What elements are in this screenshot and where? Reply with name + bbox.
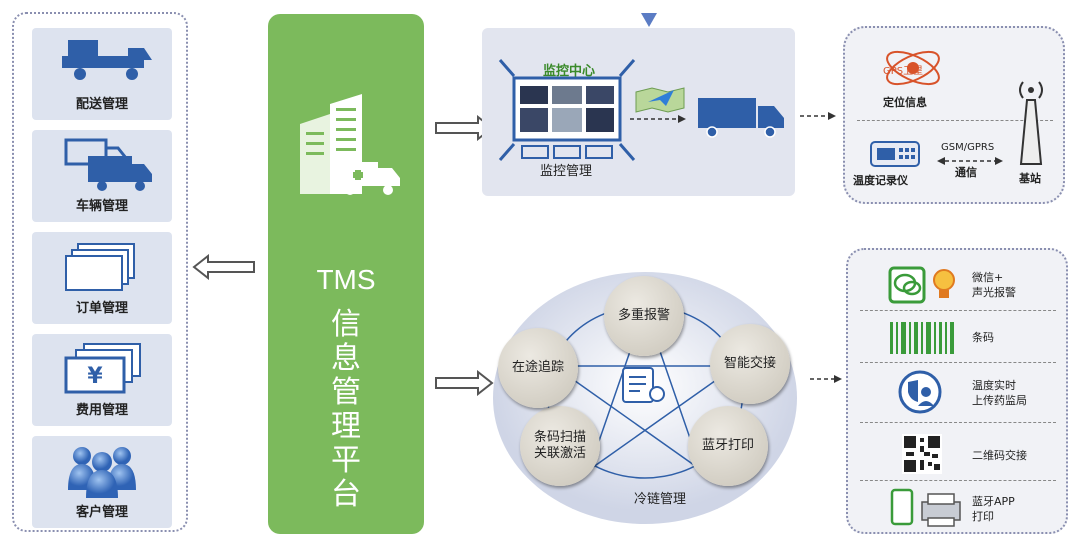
cost-management-item[interactable]: ¥ 费用管理: [32, 334, 172, 426]
alarm-node: 多重报警: [604, 276, 684, 356]
bluetooth-print-node: 蓝牙打印: [688, 406, 768, 486]
left-item-label: 客户管理: [75, 505, 128, 520]
tms-title: TMS: [316, 264, 376, 295]
base-station-label: 基站: [1019, 172, 1041, 185]
vehicle-trucks-icon: [64, 138, 152, 191]
bidirectional-dashed-arrow-icon: [937, 157, 1003, 165]
gps-communication-panel: GPS卫星 定位信息 温度记录仪 GSM/GPRS 通信 基站: [843, 26, 1065, 204]
network-label: GSM/GPRS: [941, 142, 995, 153]
title-char: 台: [331, 477, 361, 512]
barcode-icon: [890, 322, 954, 354]
handover-node-label: 智能交接: [723, 356, 776, 371]
title-char: 理: [331, 409, 361, 444]
customers-group-icon: [68, 447, 136, 498]
temperature-recorder-label: 温度记录仪: [853, 174, 908, 187]
divider: [860, 310, 1056, 311]
dashed-arrow-icon: [630, 115, 686, 123]
label-line: 微信+: [972, 271, 1004, 284]
monitor-management-label: 监控管理: [539, 164, 592, 179]
bluetooth-app-print-label: 蓝牙APP 打印: [972, 494, 1015, 524]
title-char: 平: [331, 443, 361, 478]
barcode-scan-node-line: 条码扫描: [533, 430, 586, 445]
orders-stack-icon: [65, 243, 135, 291]
dashed-arrow-icon: [800, 112, 836, 120]
right-arrow-icon: [435, 370, 494, 396]
base-station-icon: [1019, 81, 1043, 165]
qr-handover-label: 二维码交接: [972, 449, 1027, 462]
left-arrow-icon: [192, 254, 255, 280]
monitor-center-icon: [498, 59, 636, 161]
customer-management-item[interactable]: 客户管理: [32, 436, 172, 528]
monitor-center-label: 监控中心: [542, 64, 595, 79]
left-module-panel: 配送管理 车辆管理 订单管理 ¥ 费用管理: [12, 12, 188, 532]
delivery-management-item[interactable]: 配送管理: [32, 28, 172, 120]
gps-satellite-icon: [886, 50, 940, 86]
vehicle-management-item[interactable]: 车辆管理: [32, 130, 172, 222]
yen-bills-icon: ¥: [64, 343, 141, 394]
alert-output-panel: 微信+ 声光报警 条码 温度实时 上传药监局 二维码交接: [846, 248, 1068, 534]
cold-chain-title: 冷链管理: [633, 492, 686, 507]
temperature-upload-label: 温度实时 上传药监局: [972, 378, 1027, 408]
barcode-scan-node: 条码扫描关联激活: [520, 406, 600, 486]
divider: [857, 120, 1053, 121]
divider: [860, 362, 1056, 363]
label-line: 蓝牙APP: [972, 495, 1015, 508]
left-item-label: 配送管理: [75, 97, 128, 112]
left-item-label: 车辆管理: [75, 199, 128, 214]
label-line: 温度实时: [972, 379, 1016, 392]
cold-truck-icon: [698, 98, 784, 138]
label-line: 打印: [972, 510, 994, 523]
right-arrow-icon: [435, 115, 494, 141]
communication-label: 通信: [955, 166, 977, 179]
building-truck-icon: [300, 94, 400, 195]
title-char: 息: [331, 341, 361, 376]
location-info-label: 定位信息: [883, 96, 927, 109]
wechat-alarm-label: 微信+ 声光报警: [972, 270, 1016, 300]
label-line: 上传药监局: [972, 394, 1027, 407]
drug-supervision-icon: [898, 370, 942, 414]
tms-platform-panel: TMS 信 息 管 理 平 台: [268, 14, 424, 534]
pointer-triangle-icon: [641, 13, 657, 27]
temperature-recorder-icon: [870, 141, 920, 167]
divider: [860, 480, 1056, 481]
barcode-scan-node-line: 关联激活: [533, 446, 586, 461]
title-char: 管: [331, 375, 361, 410]
tracking-node: 在途追踪: [498, 328, 578, 408]
platform-vertical-title: 信 息 管 理 平 台: [268, 308, 424, 512]
dashed-arrow-icon: [810, 375, 842, 383]
title-char: 信: [331, 307, 361, 342]
label-line: 声光报警: [972, 286, 1016, 299]
left-item-label: 订单管理: [75, 301, 128, 316]
order-management-item[interactable]: 订单管理: [32, 232, 172, 324]
handover-node: 智能交接: [710, 324, 790, 404]
svg-text:¥: ¥: [87, 364, 103, 389]
gps-badge-label: GPS卫星: [883, 66, 924, 77]
qr-code-icon: [902, 434, 942, 474]
map-plane-icon: [635, 87, 685, 113]
divider: [860, 422, 1056, 423]
alarm-node-label: 多重报警: [617, 308, 670, 323]
left-item-label: 费用管理: [75, 403, 128, 418]
barcode-label: 条码: [972, 331, 994, 344]
phone-printer-icon: [890, 488, 961, 527]
monitoring-panel: 监控中心 监控管理: [482, 28, 795, 196]
tracking-node-label: 在途追踪: [511, 360, 564, 375]
wechat-alarm-icon: [888, 266, 955, 304]
bluetooth-print-node-label: 蓝牙打印: [701, 438, 754, 453]
delivery-truck-icon: [62, 40, 152, 80]
